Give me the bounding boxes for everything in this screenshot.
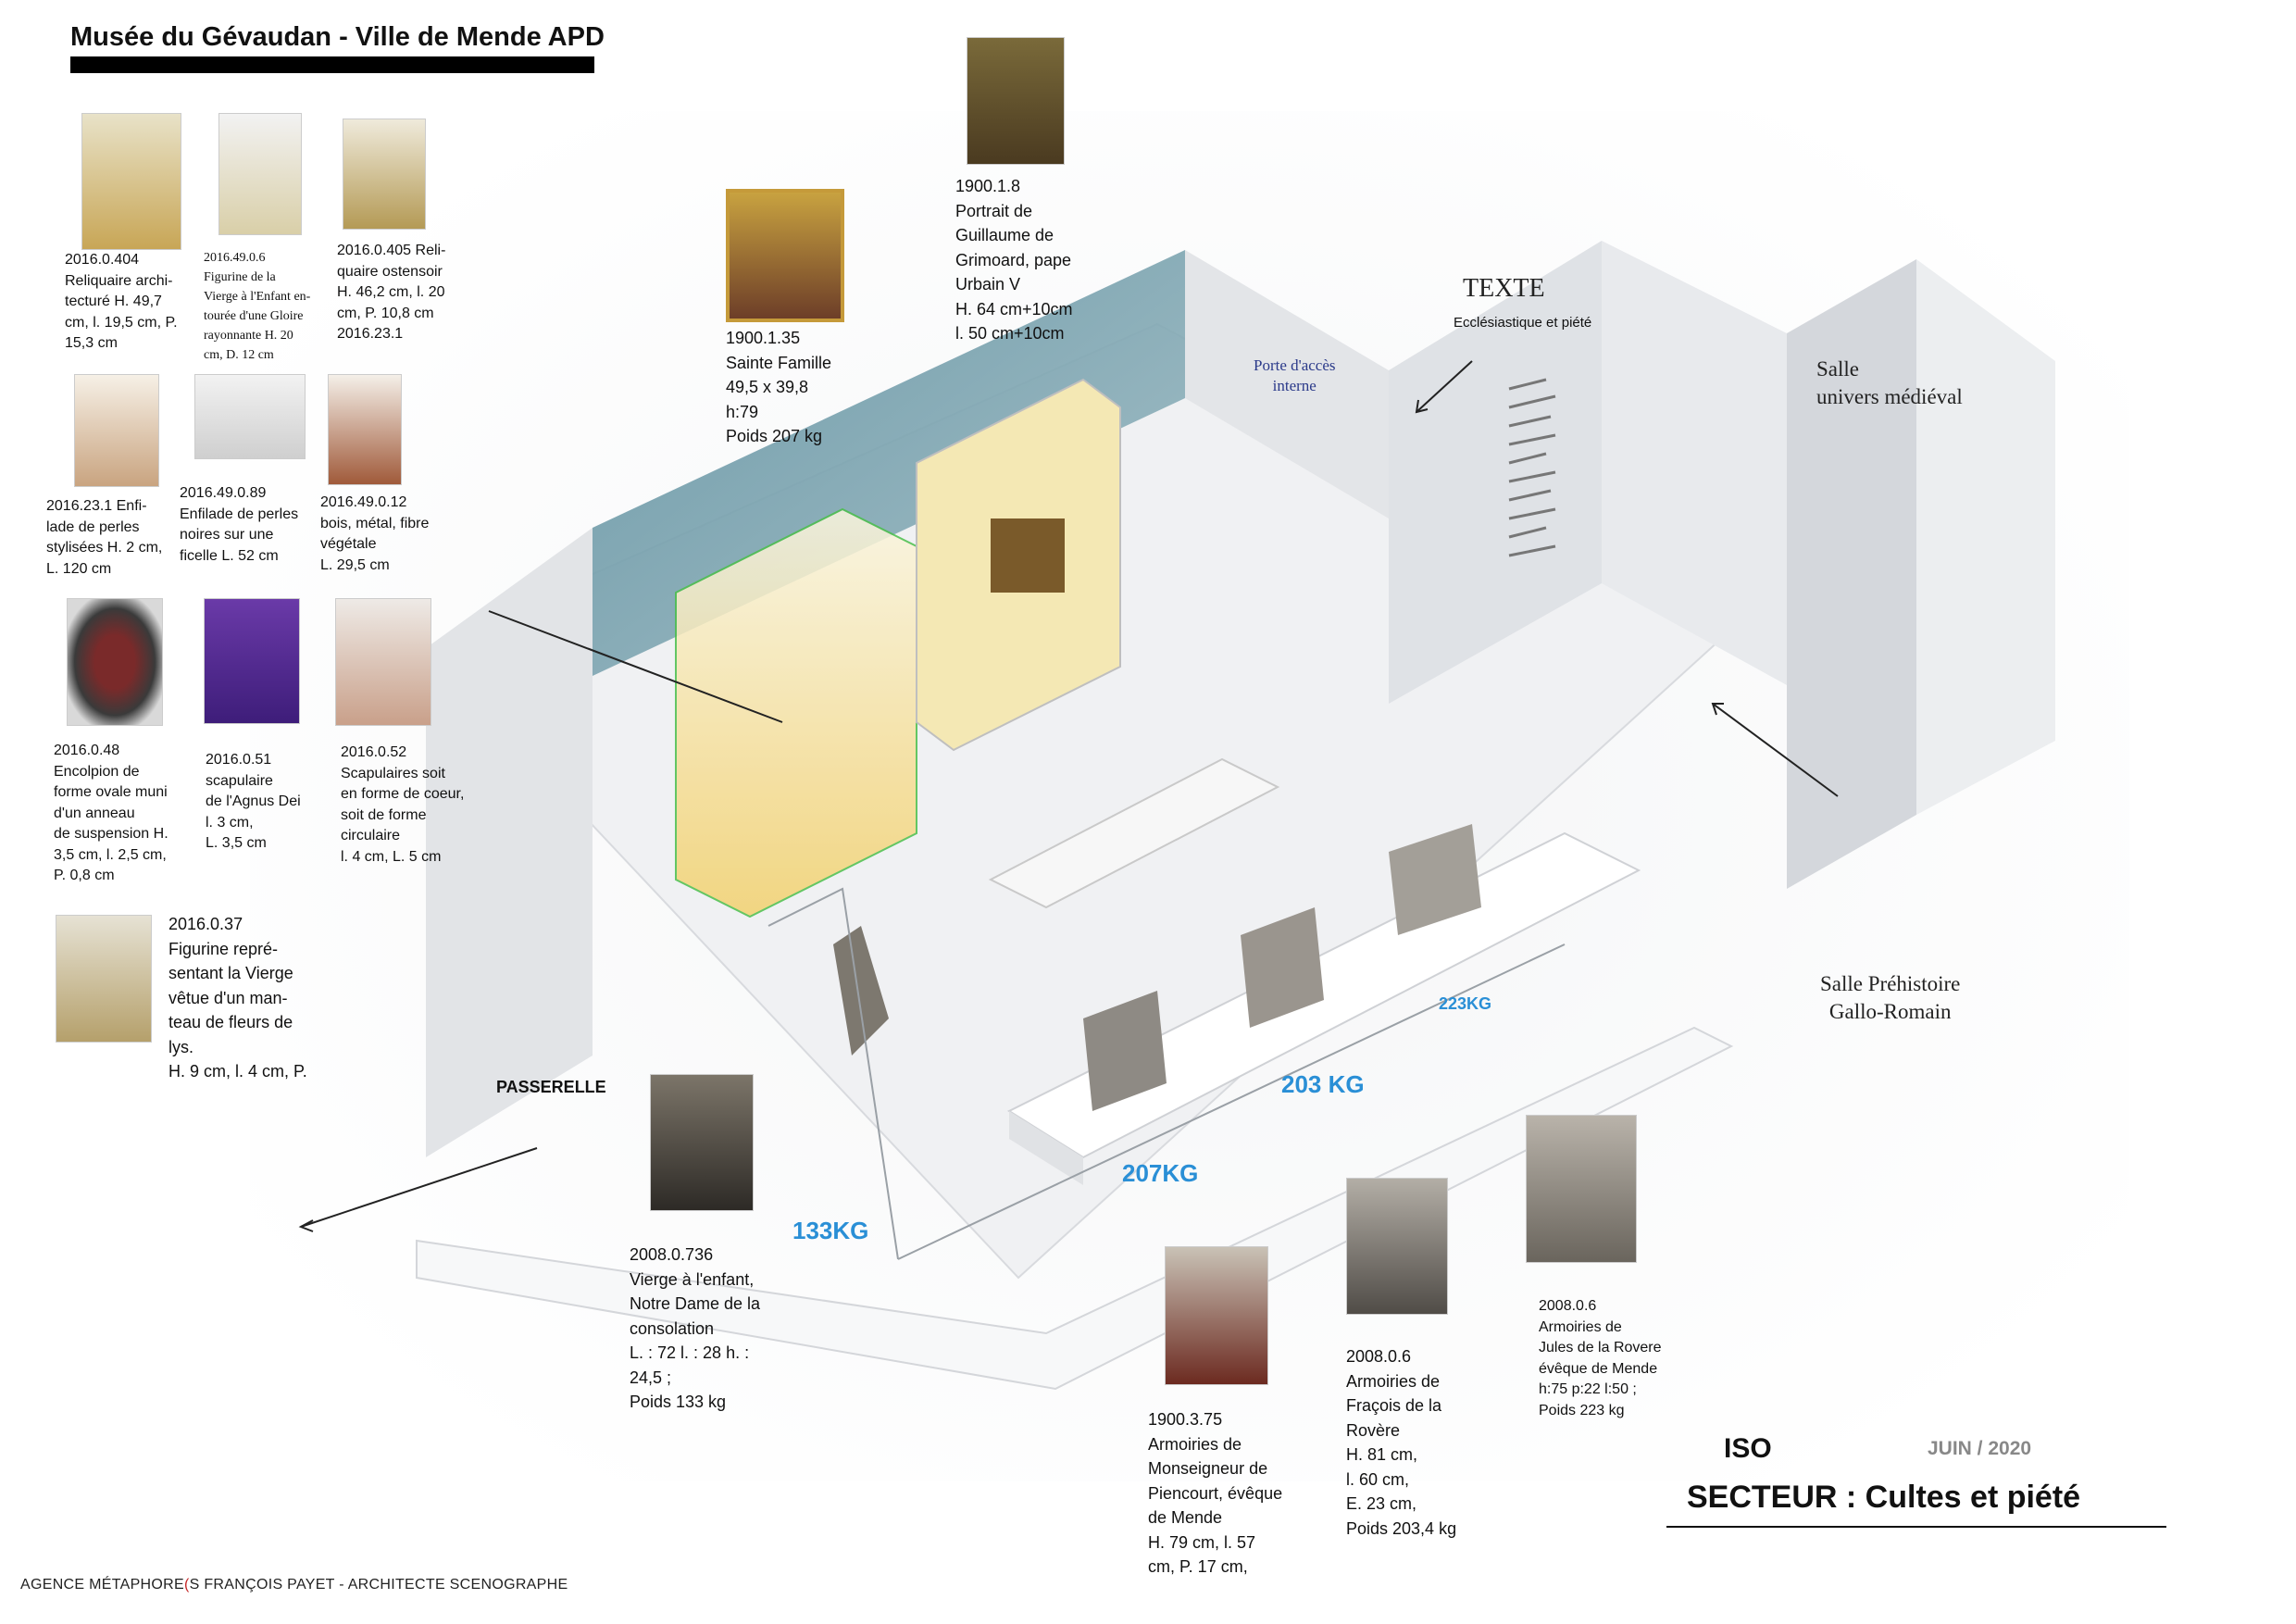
texte-label: TEXTE [1463, 274, 1545, 303]
object-caption: 2016.0.404 Reliquaire archi- tecturé H. … [65, 252, 178, 351]
object-caption: 2016.0.37 Figurine repré- sentant la Vie… [168, 915, 307, 1081]
object-caption: 2016.23.1 Enfi- lade de perles stylisées… [46, 498, 163, 577]
salle-medieval-label: Salle univers médiéval [1816, 357, 1963, 408]
sainte-famille-photo [726, 189, 844, 322]
reliquaire-photo [81, 113, 181, 250]
object-caption: 2016.49.0.12 bois, métal, fibre végétale… [320, 494, 430, 573]
artwork-caption: 1900.3.75 Armoiries de Monseigneur de Pi… [1148, 1410, 1283, 1576]
piencourt-photo [1165, 1246, 1268, 1385]
porte-label: Porte d'accès interne [1254, 356, 1336, 394]
salle-prehistoire-label: Salle Préhistoire Gallo-Romain [1820, 972, 1961, 1023]
vierge-figurine-photo [56, 915, 152, 1043]
figurine-photo [218, 113, 302, 235]
vierge-enfant-photo [650, 1074, 754, 1211]
artwork-caption: 2008.0.736 Vierge à l'enfant, Notre Dame… [630, 1245, 761, 1411]
title-underline-bar [70, 56, 594, 73]
artwork-caption: 1900.1.8 Portrait de Guillaume de Grimoa… [955, 177, 1073, 343]
texte-subtitle: Ecclésiastique et piété [1454, 315, 1592, 331]
scapulaires-photo [335, 598, 431, 726]
weight-207: 207KG [1122, 1159, 1199, 1187]
object-caption: 2016.0.51 scapulaire de l'Agnus Dei l. 3… [206, 752, 301, 851]
agency-credit: AGENCE MÉTAPHORE(S FRANÇOIS PAYET - ARCH… [20, 1577, 568, 1593]
object-caption: 2016.0.52 Scapulaires soit en forme de c… [341, 744, 465, 865]
rosary-photo [74, 374, 159, 487]
agnus-dei-photo [204, 598, 300, 724]
weight-133: 133KG [792, 1217, 869, 1244]
rovere-photo-2 [1526, 1115, 1637, 1263]
artwork-caption: 2008.0.6 Armoiries de Fraçois de la Rovè… [1346, 1347, 1457, 1538]
artwork-caption: 1900.1.35 Sainte Famille 49,5 x 39,8 h:7… [726, 329, 832, 445]
portrait-photo [967, 37, 1065, 165]
sector-title: SECTEUR : Cultes et piété [1687, 1480, 2081, 1515]
artwork-caption: 2008.0.6 Armoiries de Jules de la Rovere… [1539, 1298, 1662, 1418]
ostensoir-photo [343, 119, 426, 230]
black-beads-photo [194, 374, 306, 459]
object-caption: 2016.49.0.6 Figurine de la Vierge à l'En… [204, 251, 311, 362]
rovere-photo-1 [1346, 1178, 1448, 1315]
iso-label: ISO [1724, 1433, 1772, 1464]
weight-223: 223KG [1439, 994, 1492, 1013]
object-caption: 2016.0.405 Reli- quaire ostensoir H. 46,… [337, 243, 446, 342]
date-label: JUIN / 2020 [1928, 1438, 2032, 1459]
weight-203: 203 KG [1281, 1070, 1365, 1098]
page-title: Musée du Gévaudan - Ville de Mende APD [70, 22, 605, 52]
object-caption: 2016.0.48 Encolpion de forme ovale muni … [54, 743, 168, 883]
sector-underline [1666, 1526, 2166, 1528]
object-caption: 2016.49.0.89 Enfilade de perles noires s… [180, 485, 299, 564]
wood-rosary-photo [328, 374, 402, 485]
encolpion-photo [67, 598, 163, 726]
passerelle-label: PASSERELLE [496, 1078, 606, 1096]
